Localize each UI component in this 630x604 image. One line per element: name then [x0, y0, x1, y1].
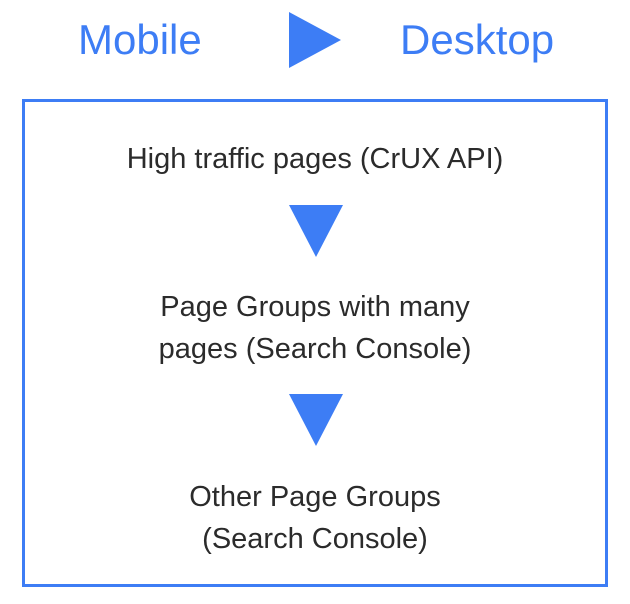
down-arrow-icon	[289, 394, 343, 446]
step-2-line-1: Page Groups with many	[160, 291, 470, 323]
step-3-line-2: (Search Console)	[202, 523, 428, 555]
right-arrow-icon	[289, 12, 341, 68]
mobile-label: Mobile	[78, 16, 202, 63]
step-other-page-groups: Other Page Groups (Search Console)	[0, 476, 630, 560]
step-page-groups-many-pages: Page Groups with many pages (Search Cons…	[0, 286, 630, 370]
desktop-label: Desktop	[400, 16, 555, 63]
step-3-line-1: Other Page Groups	[189, 481, 441, 513]
priority-flow-box	[22, 99, 608, 587]
step-high-traffic-pages: High traffic pages (CrUX API)	[0, 138, 630, 180]
step-2-line-2: pages (Search Console)	[158, 333, 472, 365]
step-1-line-1: High traffic pages (CrUX API)	[126, 143, 504, 175]
down-arrow-icon	[289, 205, 343, 257]
